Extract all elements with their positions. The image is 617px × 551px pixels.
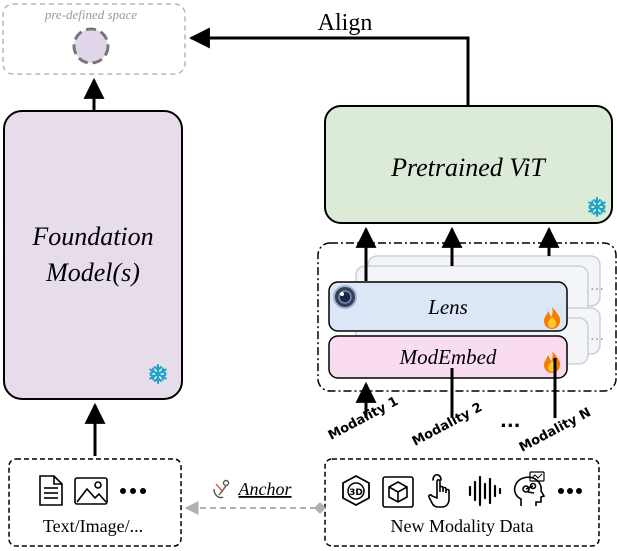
anchor-arrow: Anchor [184,479,326,515]
embedding-space-circle [72,27,110,65]
document-icon [39,475,63,506]
vit-input-arrows [355,226,560,281]
ellipsis-icon [558,488,582,494]
new-modality-label: New Modality Data [391,516,534,536]
modality-arrows [355,358,557,418]
pretrained-vit-box: Pretrained ViT [324,105,613,224]
lens-label: Lens [427,295,468,319]
lens-box: Lens [328,281,568,332]
foundation-model-line2: Model(s) [45,258,140,287]
align-label: Align [318,10,373,36]
pretrained-vit-label: Pretrained ViT [390,153,546,182]
camera-lens-icon [333,285,357,309]
svg-text:…: … [590,328,604,344]
new-modality-input-box: 3D New M [324,458,600,547]
modembed-label: ModEmbed [399,345,497,369]
predefined-space-box: pre-defined space [2,3,186,75]
image-icon [74,477,108,505]
anchor-icon [213,479,230,499]
audio-wave-icon [468,475,502,507]
existing-modality-label: Text/Image/... [43,516,143,536]
modality-ellipsis: ... [500,411,521,432]
modality-adapter-group [317,242,617,392]
modembed-box: ModEmbed [328,335,568,379]
predefined-space-label: pre-defined space [44,7,138,22]
modality-1-label: Modality 1 [326,394,401,443]
cube-icon [382,476,414,508]
svg-text:3D: 3D [349,488,363,498]
foundation-model-line1: Foundation [31,222,153,251]
ellipsis-icon [120,488,146,494]
modality-2-label: Modality 2 [410,400,485,449]
svg-text:…: … [590,278,604,294]
align-arrow: Align [188,10,470,106]
3d-badge-icon: 3D [342,474,370,507]
anchor-label: Anchor [238,479,293,499]
foundation-model-box: Foundation Model(s) [3,110,183,400]
touch-hand-icon [428,473,450,508]
brain-head-icon [513,471,546,506]
existing-modality-input-box: Text/Image/... [8,458,182,547]
